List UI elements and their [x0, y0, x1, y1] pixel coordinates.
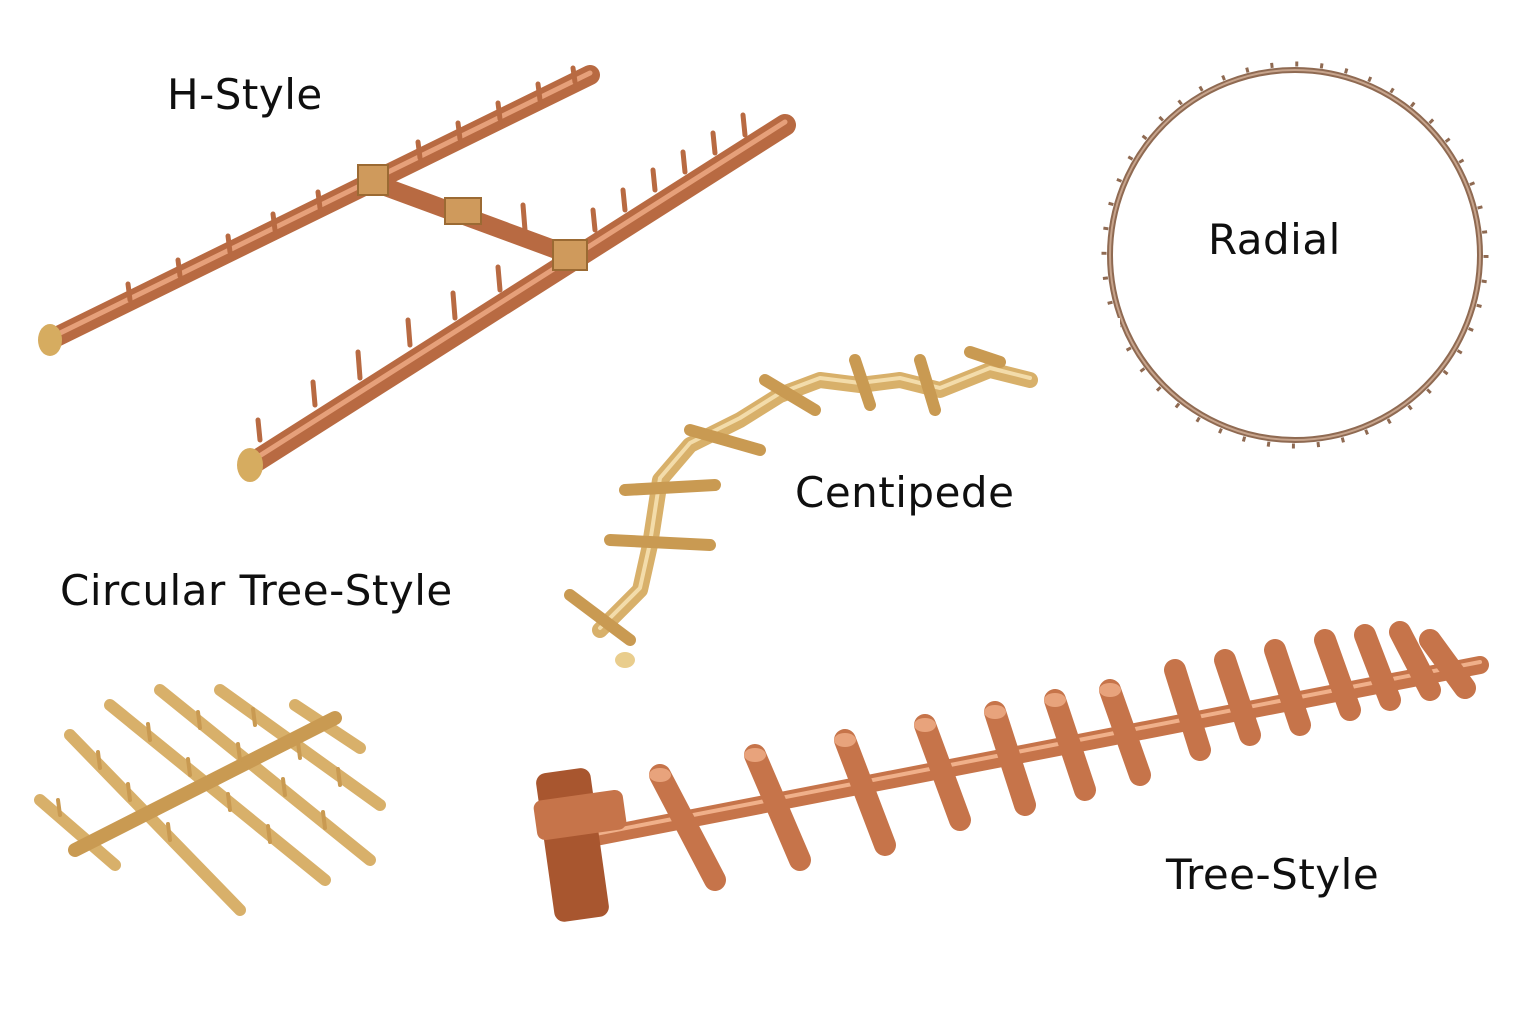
- circular-tree-style-label: Circular Tree-Style: [60, 566, 453, 615]
- radial-burner: [1101, 61, 1489, 449]
- radial-label: Radial: [1208, 215, 1341, 264]
- tree-style-burner: [533, 621, 1489, 922]
- tree-style-label: Tree-Style: [1166, 850, 1380, 899]
- circular-tree-style-burner: [34, 684, 386, 916]
- h-style-burner: [38, 65, 796, 482]
- centipede-label: Centipede: [795, 468, 1015, 517]
- h-style-label: H-Style: [167, 70, 323, 119]
- centipede-burner: [564, 346, 1038, 668]
